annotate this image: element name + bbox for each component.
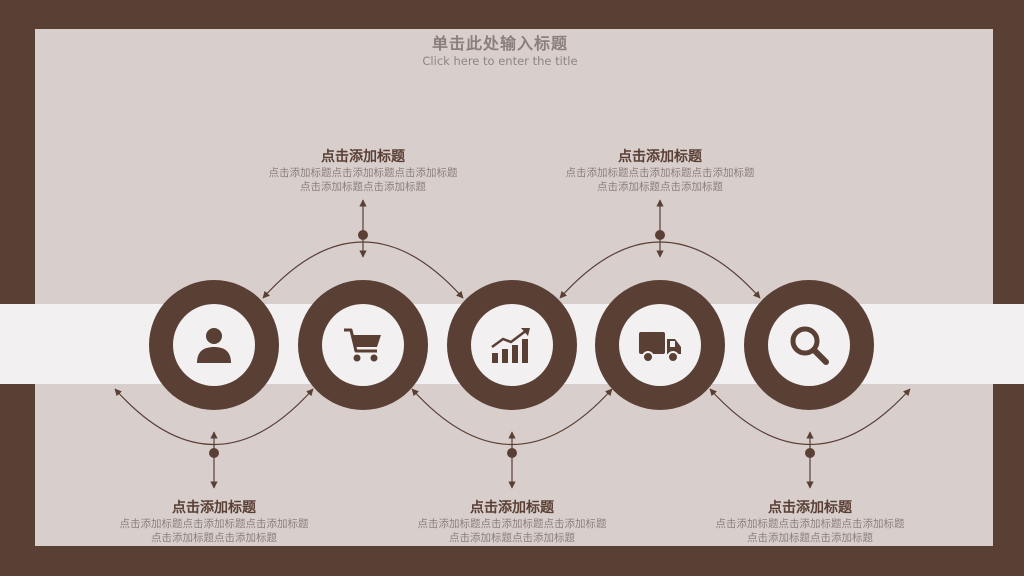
step-desc-line1: 点击添加标题点击添加标题点击添加标题 bbox=[715, 518, 905, 530]
step-text-4[interactable]: 点击添加标题 点击添加标题点击添加标题点击添加标题 点击添加标题点击添加标题 bbox=[540, 148, 780, 194]
step-text-3[interactable]: 点击添加标题 点击添加标题点击添加标题点击添加标题 点击添加标题点击添加标题 bbox=[392, 499, 632, 545]
growth-chart-icon bbox=[491, 328, 530, 363]
step-desc-line1: 点击添加标题点击添加标题点击添加标题 bbox=[268, 167, 458, 179]
step-heading: 点击添加标题 bbox=[618, 149, 702, 165]
title-chinese: 单击此处输入标题 bbox=[431, 34, 568, 53]
step-desc-line2: 点击添加标题点击添加标题 bbox=[747, 532, 873, 544]
step-text-2[interactable]: 点击添加标题 点击添加标题点击添加标题点击添加标题 点击添加标题点击添加标题 bbox=[243, 148, 483, 194]
step-desc-line1: 点击添加标题点击添加标题点击添加标题 bbox=[417, 518, 607, 530]
user-icon bbox=[197, 328, 231, 363]
step-heading: 点击添加标题 bbox=[470, 500, 554, 516]
step-desc-line1: 点击添加标题点击添加标题点击添加标题 bbox=[565, 167, 755, 179]
step-desc-line2: 点击添加标题点击添加标题 bbox=[151, 532, 277, 544]
step-desc-line1: 点击添加标题点击添加标题点击添加标题 bbox=[119, 518, 309, 530]
step-text-5[interactable]: 点击添加标题 点击添加标题点击添加标题点击添加标题 点击添加标题点击添加标题 bbox=[690, 499, 930, 545]
step-text-1[interactable]: 点击添加标题 点击添加标题点击添加标题点击添加标题 点击添加标题点击添加标题 bbox=[94, 499, 334, 545]
step-heading: 点击添加标题 bbox=[321, 149, 405, 165]
step-circle-3[interactable] bbox=[447, 280, 577, 410]
step-desc-line2: 点击添加标题点击添加标题 bbox=[597, 181, 723, 193]
step-desc-line2: 点击添加标题点击添加标题 bbox=[449, 532, 575, 544]
step-circle-2[interactable] bbox=[298, 280, 428, 410]
step-circle-4[interactable] bbox=[595, 280, 725, 410]
step-desc-line2: 点击添加标题点击添加标题 bbox=[300, 181, 426, 193]
step-heading: 点击添加标题 bbox=[768, 500, 852, 516]
step-heading: 点击添加标题 bbox=[172, 500, 256, 516]
title-english: Click here to enter the title bbox=[422, 54, 578, 68]
delivery-truck-icon bbox=[639, 332, 681, 363]
shopping-cart-icon bbox=[344, 328, 381, 362]
step-circle-5[interactable] bbox=[744, 280, 874, 410]
slide-title[interactable]: 单击此处输入标题 Click here to enter the title bbox=[0, 34, 1000, 68]
search-icon bbox=[790, 326, 829, 365]
step-circle-1[interactable] bbox=[149, 280, 279, 410]
